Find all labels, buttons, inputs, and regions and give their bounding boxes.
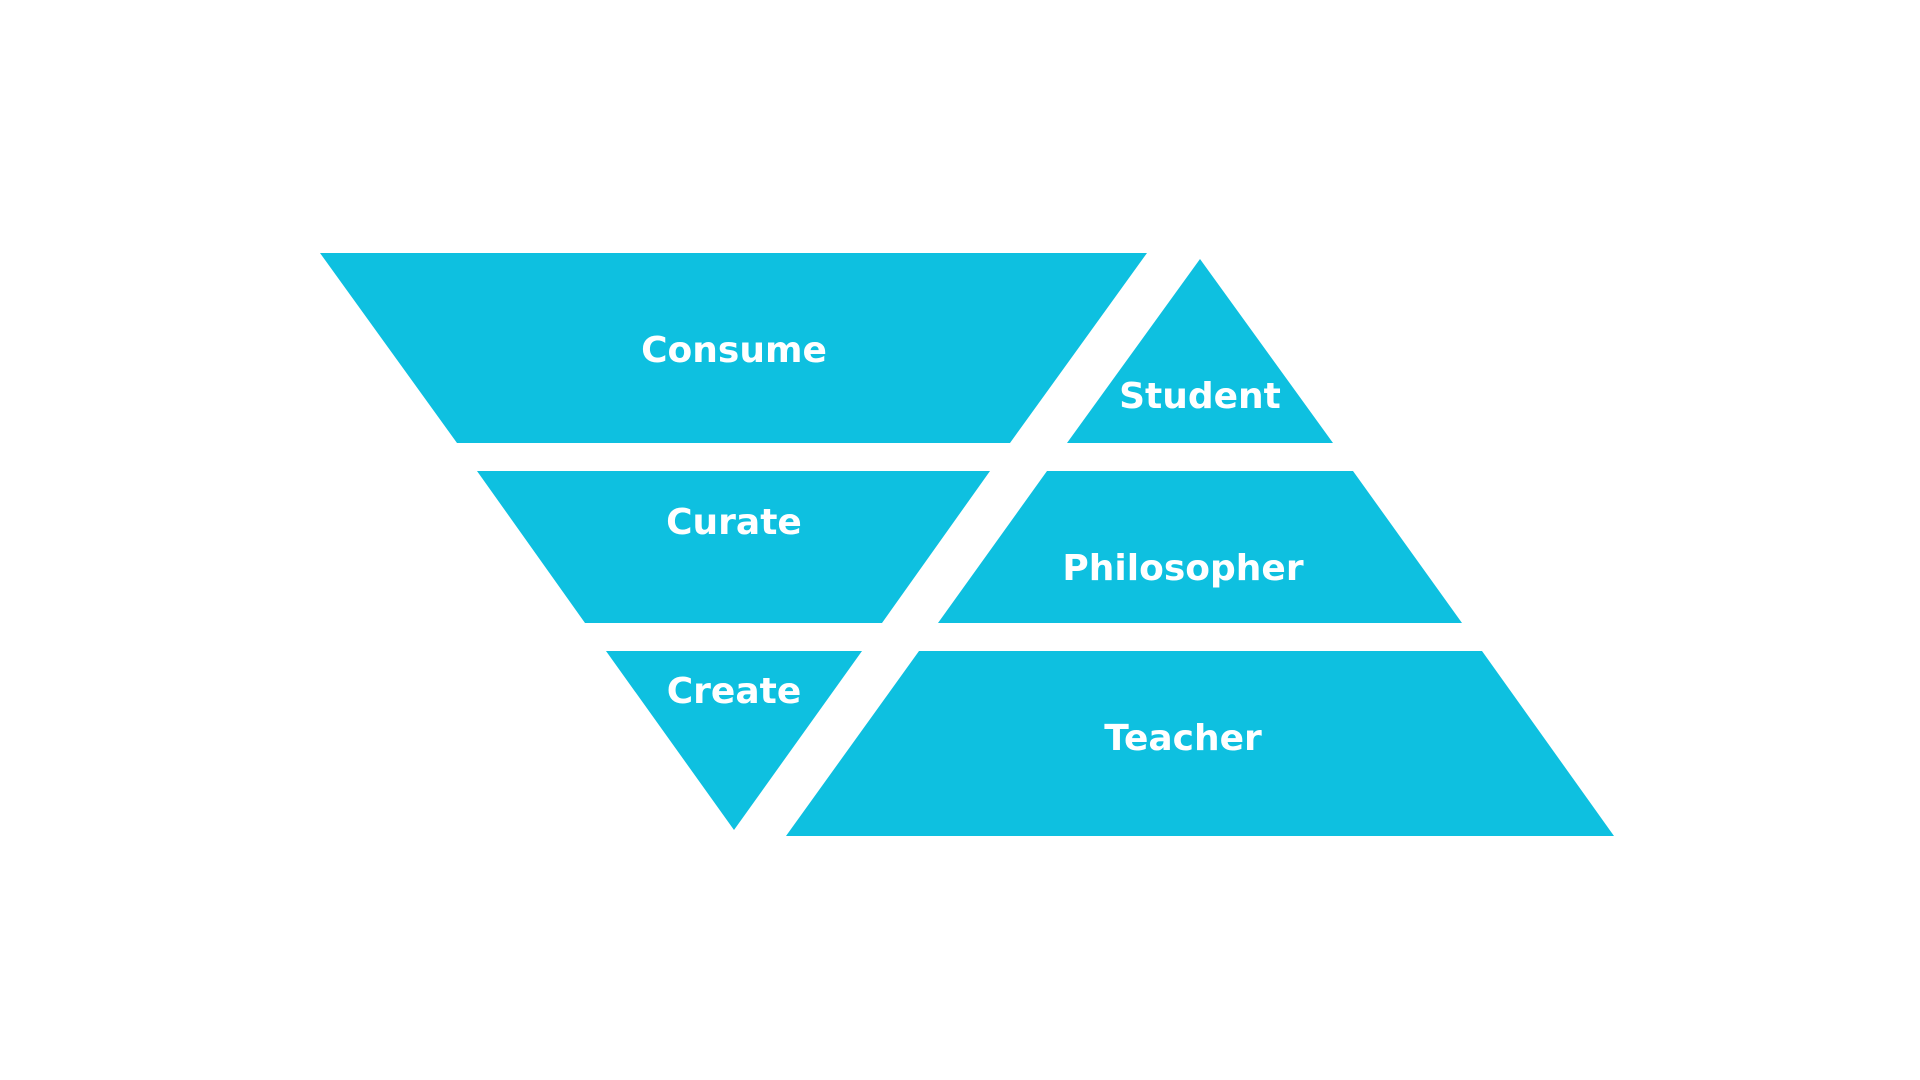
inverted-pyramid-level-create <box>606 651 862 830</box>
upright-pyramid: Student Philosopher Teacher <box>786 259 1614 836</box>
upright-pyramid-level-student <box>1067 259 1333 443</box>
inverted-pyramid-level-curate <box>477 471 990 623</box>
upright-pyramid-label-philosopher: Philosopher <box>1062 548 1303 589</box>
inverted-pyramid-label-curate: Curate <box>666 502 802 543</box>
upright-pyramid-label-student: Student <box>1119 376 1281 417</box>
inverted-pyramid-label-create: Create <box>667 671 802 712</box>
inverted-pyramid: Consume Curate Create <box>320 253 1147 830</box>
upright-pyramid-level-teacher <box>786 651 1614 836</box>
inverted-pyramid-label-consume: Consume <box>641 330 827 371</box>
inverted-pyramid-level-consume <box>320 253 1147 443</box>
upright-pyramid-level-philosopher <box>938 471 1462 623</box>
upright-pyramid-label-teacher: Teacher <box>1104 718 1262 759</box>
